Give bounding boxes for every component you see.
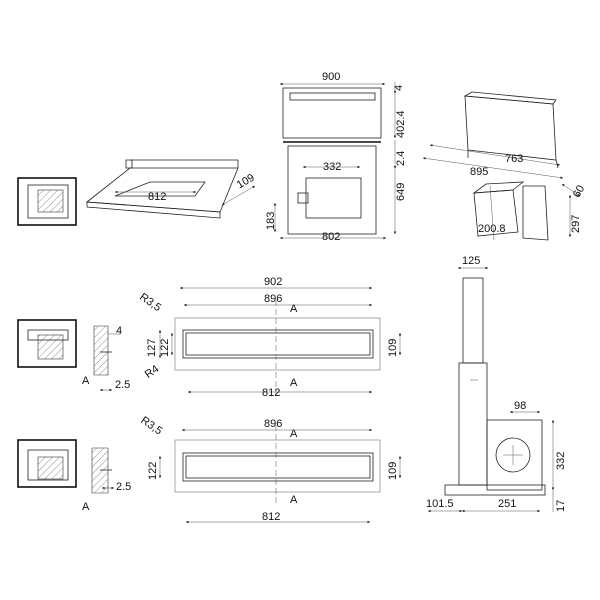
dim-2-5-bottom: 2.5 (116, 481, 131, 493)
section-label-a-middle: A (82, 375, 90, 387)
dim-812-middle: 812 (262, 387, 280, 399)
dim-812-bottom: 812 (262, 511, 280, 523)
dim-251: 251 (498, 498, 516, 510)
dim-812-top: 812 (148, 191, 166, 203)
dim-200-8: 200.8 (478, 223, 506, 235)
isometric-view: 763 895 200.8 297 60 (422, 91, 588, 241)
section-marker-a-bottom-bottom: A (290, 494, 298, 506)
dim-332-front: 332 (323, 161, 341, 173)
dim-2-4: 2.4 (395, 151, 407, 166)
dim-649: 649 (395, 183, 407, 201)
plan-view-middle: 902 896 A A 812 R3,5 R4 127 122 109 (137, 276, 402, 399)
dim-101-5: 101.5 (426, 498, 454, 510)
dim-4-top: 4 (393, 85, 405, 91)
plan-view-bottom: 896 A A 812 R3,5 122 109 (138, 414, 402, 524)
dim-122-middle: 122 (159, 339, 171, 357)
dim-4-section: 4 (116, 325, 122, 337)
dim-183: 183 (265, 212, 277, 230)
radius-r4: R4 (143, 363, 161, 381)
dim-297: 297 (570, 215, 582, 233)
radius-r3-5-middle: R3,5 (137, 291, 163, 314)
dim-802: 802 (322, 231, 340, 243)
section-detail-a-bottom: A 2.5 (82, 447, 131, 513)
section-detail-a-middle: 4 A 2.5 (82, 325, 130, 392)
section-label-a-bottom: A (82, 501, 90, 513)
side-view: 125 98 332 17 101.5 251 (426, 255, 567, 513)
installation-type-icon-flush (17, 177, 77, 226)
dim-17: 17 (555, 500, 567, 512)
section-marker-a-bottom-middle: A (290, 377, 298, 389)
dim-902: 902 (264, 276, 282, 288)
dim-402-4: 402.4 (395, 110, 407, 138)
dim-763: 763 (505, 153, 523, 165)
front-view: 900 332 802 183 4 402.4 2.4 649 (265, 71, 407, 243)
dim-109-bottom: 109 (387, 462, 399, 480)
installation-type-icon-flush-bottom (17, 439, 77, 488)
worktop-perspective: 812 109 (85, 159, 257, 219)
dim-896-middle: 896 (264, 293, 282, 305)
dim-896-bottom: 896 (264, 418, 282, 430)
section-marker-a-top-bottom: A (290, 428, 298, 440)
dim-109-middle: 109 (387, 339, 399, 357)
dim-122-bottom: 122 (147, 462, 159, 480)
dim-98: 98 (514, 400, 526, 412)
dim-125: 125 (462, 255, 480, 267)
dim-332-side: 332 (555, 452, 567, 470)
dim-2-5-middle: 2.5 (115, 379, 130, 391)
radius-r3-5-bottom: R3,5 (138, 414, 164, 437)
installation-type-icon-raised (17, 319, 77, 368)
dim-60: 60 (571, 183, 588, 200)
dim-900: 900 (322, 71, 340, 83)
dim-127: 127 (146, 339, 158, 357)
dim-109-top: 109 (235, 172, 257, 192)
dim-895: 895 (470, 166, 488, 178)
section-marker-a-top-middle: A (290, 303, 298, 315)
